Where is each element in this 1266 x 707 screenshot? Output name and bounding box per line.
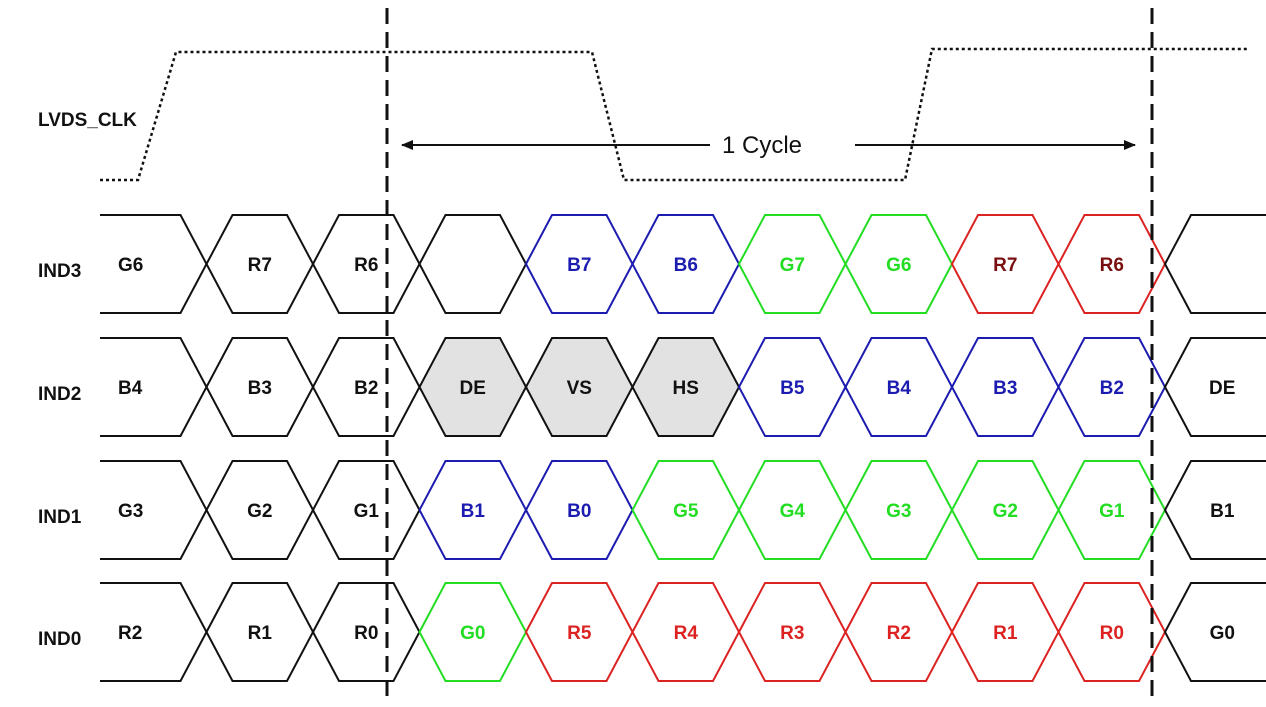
- bit-cell-label: B2: [1100, 378, 1124, 399]
- bit-cell-label: R6: [1100, 255, 1124, 276]
- lane-ind0: IND0 R2 R1 R0 G0 R5 R4 R3 R2 R1 R0 G0: [38, 582, 1266, 682]
- bit-cell-label: G7: [780, 255, 805, 276]
- bit-cell-label: G2: [993, 501, 1018, 522]
- lane-label: IND0: [38, 629, 81, 650]
- bit-cell-label: R0: [1100, 623, 1124, 644]
- bit-cell-label: R6: [354, 255, 378, 276]
- bit-cell: [100, 214, 208, 314]
- bit-cell-label: B2: [354, 378, 378, 399]
- bit-cell: [1163, 214, 1266, 314]
- bit-cell-label: G5: [673, 501, 699, 522]
- bit-cell-label: G0: [1210, 623, 1235, 644]
- clock-label: LVDS_CLK: [38, 110, 137, 131]
- bit-cell-label: B3: [248, 378, 272, 399]
- bit-cell-label: B1: [461, 501, 486, 522]
- bit-cell-label: G2: [247, 501, 272, 522]
- bit-cell: [100, 337, 208, 437]
- bit-cell-label: R0: [354, 623, 378, 644]
- bit-cell-label: G1: [354, 501, 380, 522]
- bit-cell-label: G4: [780, 501, 806, 522]
- bit-cell-label: B3: [993, 378, 1017, 399]
- bit-cell-label: G6: [886, 255, 911, 276]
- bit-cell-label: G6: [118, 255, 143, 276]
- bit-cell-label: B5: [780, 378, 805, 399]
- bit-cell-label: DE: [460, 378, 486, 399]
- lane-ind2: IND2 B4 B3 B2 DE VS HS B5 B4 B3 B2 DE: [38, 337, 1266, 437]
- cycle-label: 1 Cycle: [722, 132, 802, 159]
- bit-cell: [1163, 337, 1266, 437]
- lvds-clock-waveform: [100, 47, 1248, 182]
- bit-cell-label: DE: [1209, 378, 1235, 399]
- bit-cell: [1163, 460, 1266, 560]
- bit-cell-label: B7: [567, 255, 591, 276]
- bit-cell-label: G3: [886, 501, 911, 522]
- bit-cell-label: B4: [118, 378, 143, 399]
- bit-cell: [100, 460, 208, 560]
- bit-cell-label: R2: [118, 623, 142, 644]
- bit-cell-label: R1: [993, 623, 1018, 644]
- bit-cell-label: HS: [673, 378, 699, 399]
- bit-cell-label: G0: [460, 623, 485, 644]
- lane-label: IND1: [38, 507, 82, 528]
- bit-cell-label: B0: [567, 501, 591, 522]
- bit-cell-label: VS: [567, 378, 592, 399]
- bit-cell-label: R2: [887, 623, 911, 644]
- bit-cell-label: R4: [674, 623, 699, 644]
- lane-ind3: IND3 G6 R7 R6 B7 B6 G7 G6 R7 R6: [38, 214, 1266, 314]
- bit-cell-label: R7: [993, 255, 1017, 276]
- bit-cell: [418, 214, 528, 314]
- bit-cell: [100, 582, 208, 682]
- bit-cell-label: B1: [1210, 501, 1235, 522]
- lane-label: IND3: [38, 261, 81, 282]
- lane-label: IND2: [38, 384, 81, 405]
- bit-cell-label: B4: [887, 378, 912, 399]
- bit-cell: [1163, 582, 1266, 682]
- bit-cell-label: R1: [248, 623, 273, 644]
- bit-cell-label: G1: [1099, 501, 1125, 522]
- bit-cell-label: R3: [780, 623, 804, 644]
- bit-cell-label: R5: [567, 623, 592, 644]
- bit-cell-label: B6: [674, 255, 698, 276]
- bit-cell-label: G3: [118, 501, 143, 522]
- lane-ind1: IND1 G3 G2 G1 B1 B0 G5 G4 G3 G2 G1 B1: [38, 460, 1266, 560]
- bit-cell-label: R7: [248, 255, 272, 276]
